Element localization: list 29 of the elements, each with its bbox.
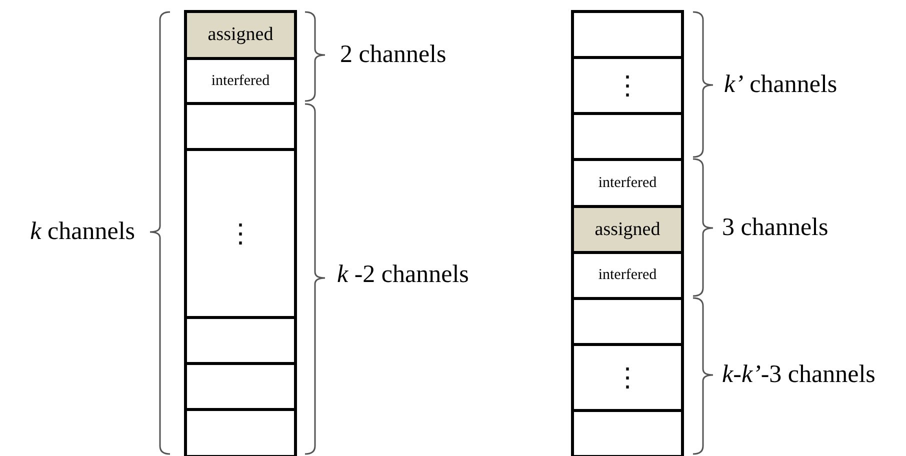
highlighted-channel-cell — [184, 10, 297, 60]
channel-cell — [571, 158, 684, 208]
brace-label: 3 channels — [722, 214, 828, 242]
cell-label: assigned — [208, 24, 274, 46]
cell-label: assigned — [594, 218, 660, 240]
brace-label: k -2 channels — [337, 261, 469, 289]
cell-label: ⋮ — [614, 362, 640, 393]
channel-cell — [184, 316, 297, 365]
cell-label: interfered — [211, 72, 270, 90]
channel-cell — [571, 297, 684, 346]
channel-cell — [571, 112, 684, 161]
channel-cell — [571, 10, 684, 59]
brace-label: k’ channels — [724, 71, 838, 99]
highlighted-channel-cell — [571, 205, 684, 254]
channel-cell — [184, 408, 297, 456]
brace-label: k channels — [30, 218, 135, 246]
channel-cell — [571, 343, 684, 412]
brace-label: k-k’-3 channels — [722, 361, 876, 389]
cell-label: ⋮ — [228, 218, 254, 249]
cell-label: ⋮ — [614, 70, 640, 101]
channel-cell — [184, 362, 297, 411]
cell-label: interfered — [598, 174, 657, 192]
channel-cell — [571, 251, 684, 300]
channel-cell — [184, 102, 297, 151]
channel-cell — [571, 409, 684, 456]
cell-label: interfered — [598, 267, 657, 284]
channel-cell — [184, 57, 297, 105]
brace-label: 2 channels — [340, 41, 446, 69]
channel-cell — [571, 56, 684, 115]
